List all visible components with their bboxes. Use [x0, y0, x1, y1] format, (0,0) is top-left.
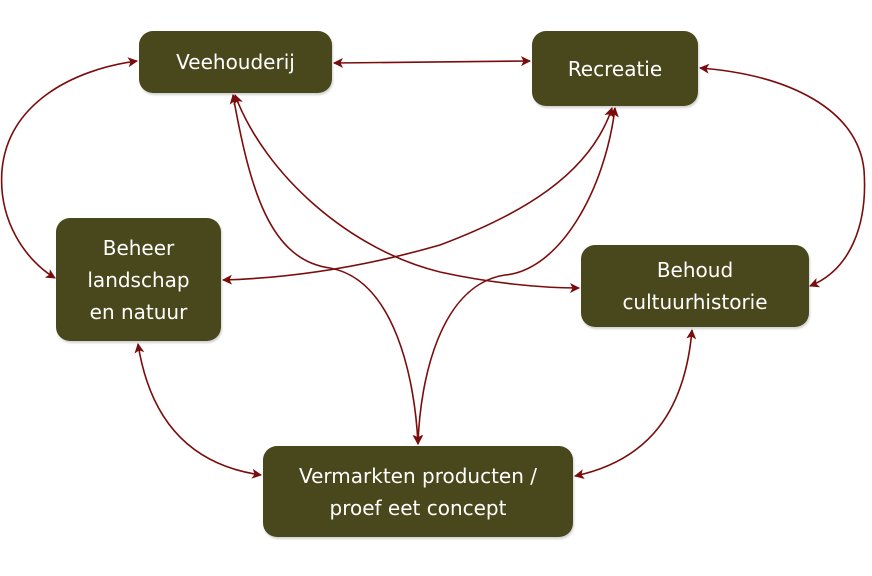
- node-veehouderij-label: Veehouderij: [176, 50, 295, 74]
- node-recreatie: Recreatie: [532, 31, 698, 106]
- node-behoud-cultuurhistorie: Behoud cultuurhistorie: [581, 245, 809, 327]
- connector-veehouderij-recreatie: [333, 56, 531, 68]
- node-recreatie-label: Recreatie: [567, 56, 663, 81]
- node-behoud-label: Behoud cultuurhistorie: [622, 258, 768, 314]
- node-veehouderij: Veehouderij: [139, 31, 332, 93]
- connector-beheer-vermarkten: [134, 343, 262, 479]
- connector-recreatie-beheer: [222, 107, 614, 285]
- connector-veehouderij-behoud: [233, 94, 580, 293]
- node-beheer-landschap-natuur: Beheer landschap en natuur: [56, 218, 221, 341]
- connector-veehouderij-vermarkten: [229, 94, 423, 445]
- connector-behoud-vermarkten: [574, 329, 697, 480]
- connector-recreatie-behoud: [699, 63, 866, 288]
- node-vermarkten-producten: Vermarkten producten / proef eet concept: [263, 446, 573, 537]
- node-beheer-label: Beheer landschap en natuur: [87, 235, 190, 324]
- connector-veehouderij-beheer: [0, 57, 138, 279]
- node-vermarkten-label: Vermarkten producten / proef eet concept: [298, 463, 538, 520]
